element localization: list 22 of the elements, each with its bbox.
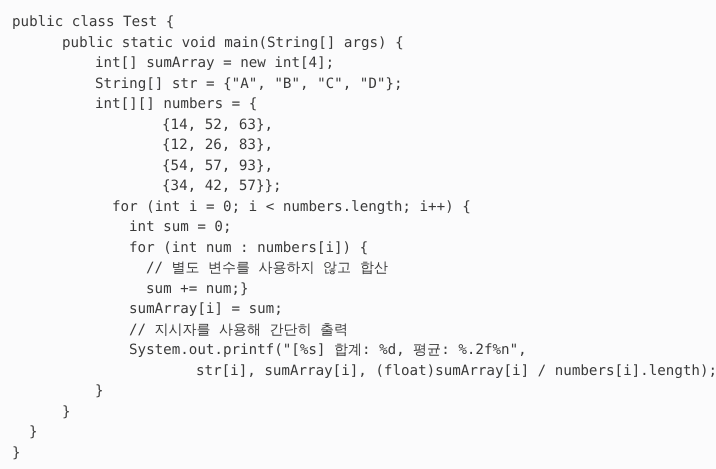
code-line: sum += num;} — [146, 280, 248, 298]
code-line: public static void main(String[] args) { — [62, 34, 404, 52]
code-line: {54, 57, 93}, — [162, 156, 274, 174]
code-line: public class Test { — [12, 13, 174, 31]
code-line: } — [62, 402, 71, 420]
code-line: String[] str = {"A", "B", "C", "D"}; — [95, 74, 402, 92]
code-line: } — [95, 382, 104, 400]
code-line: sumArray[i] = sum; — [129, 300, 283, 318]
code-line: for (int i = 0; i < numbers.length; i++) { — [112, 198, 471, 216]
code-line: {14, 52, 63}, — [162, 116, 274, 134]
code-line: } — [12, 444, 21, 462]
code-line: } — [29, 423, 38, 441]
code-line: System.out.printf("[%s] 합계: %d, 평균: %.2f%n", — [129, 341, 527, 359]
code-line: // 별도 변수를 사용하지 않고 합산 — [146, 259, 388, 277]
code-line: str[i], sumArray[i], (float)sumArray[i] / numbers[i].length); — [196, 362, 716, 380]
code-line: for (int num : numbers[i]) { — [129, 238, 368, 256]
code-line: {12, 26, 83}, — [162, 136, 274, 154]
code-line: int[][] numbers = { — [95, 95, 258, 113]
code-line: int sum = 0; — [129, 218, 232, 236]
code-line: {34, 42, 57}}; — [162, 177, 282, 195]
code-line: // 지시자를 사용해 간단히 출력 — [129, 320, 348, 338]
code-line: int[] sumArray = new int[4]; — [95, 54, 334, 72]
